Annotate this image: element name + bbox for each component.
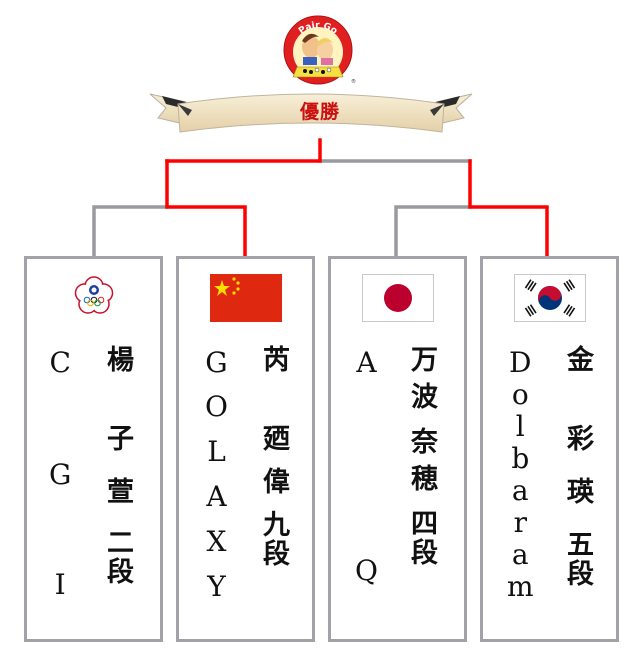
team-name-char: Y <box>207 570 226 603</box>
bracket-line-champion <box>165 138 322 163</box>
team-name: C G I <box>49 347 71 599</box>
player-name: 万 波 奈 穂 四 段 <box>411 347 438 567</box>
banner-title: 優勝 <box>299 101 340 123</box>
team-name-char: l <box>515 410 525 443</box>
player-char: 段 <box>107 557 134 588</box>
team-name: A Q <box>355 347 378 585</box>
player-name: 金 彩 瑛 五 段 <box>567 347 594 588</box>
team-box-japan: A Q 万 波 奈 穂 四 段 <box>328 256 467 642</box>
team-name-char: G <box>49 458 72 491</box>
player-char: 萱 <box>107 477 134 508</box>
team-name-char: m <box>507 570 534 603</box>
player-char: 廼 <box>263 424 290 455</box>
japan-pair-go-association-logo: Pair Go ® <box>281 13 357 87</box>
team-name-char: X <box>206 525 227 558</box>
player-name: 楊 子 萱 二 段 <box>107 347 134 586</box>
player-char: 金 <box>567 345 594 376</box>
player-char: 芮 <box>263 345 290 376</box>
team-name-char: b <box>511 442 530 475</box>
team-name: G O L A X Y <box>205 347 228 601</box>
team-name-char: r <box>513 506 527 539</box>
team-name-char: C <box>49 346 71 379</box>
team-name-char: G <box>205 346 228 379</box>
bracket-line-semi-left <box>165 159 247 257</box>
winner-ribbon <box>148 86 474 142</box>
team-name-char: A <box>356 346 377 379</box>
player-char: 段 <box>411 538 438 569</box>
japan-flag-icon <box>361 274 434 322</box>
player-char: 彩 <box>567 424 594 455</box>
player-char: 段 <box>567 559 594 590</box>
team-name-char: a <box>511 538 529 571</box>
player-char: 段 <box>263 539 290 570</box>
player-char: 偉 <box>263 467 290 498</box>
bracket-line-semi-right <box>468 159 549 257</box>
player-char: 四 <box>411 509 438 540</box>
player-char: 瑛 <box>567 477 594 508</box>
player-char: 二 <box>107 528 134 559</box>
svg-text:®: ® <box>351 78 356 85</box>
bracket-line-team3 <box>394 205 472 257</box>
team-box-korea: D o l b a r a m 金 彩 瑛 五 段 <box>480 256 619 642</box>
team-name-char: a <box>511 474 529 507</box>
player-char: 万 <box>411 345 438 376</box>
team-name: D o l b a r a m <box>507 347 534 601</box>
team-name-char: A <box>206 480 227 513</box>
player-name: 芮 廼 偉 九 段 <box>263 347 290 568</box>
player-char: 波 <box>411 382 438 413</box>
team-name-char: O <box>205 390 228 423</box>
team-name-char: D <box>509 346 532 379</box>
player-char: 五 <box>567 530 594 561</box>
player-char: 九 <box>263 510 290 541</box>
player-char: 穂 <box>411 464 438 495</box>
team-box-chinese-taipei: C G I 楊 子 萱 二 段 <box>24 256 163 642</box>
korea-flag-icon <box>513 274 586 322</box>
team-name-char: Q <box>355 554 378 587</box>
player-char: 奈 <box>411 427 438 458</box>
team-name-char: o <box>511 378 529 411</box>
svg-text:Pair Go: Pair Go <box>297 21 339 37</box>
chinese-taipei-olympic-flag-icon <box>58 274 130 322</box>
team-name-char: I <box>54 568 66 601</box>
team-box-china: G O L A X Y 芮 廼 偉 九 段 <box>176 256 315 642</box>
team-name-char: L <box>207 435 226 468</box>
china-flag-icon <box>209 274 282 322</box>
bracket-line-team1 <box>92 205 169 257</box>
player-char: 子 <box>107 424 134 455</box>
player-char: 楊 <box>107 345 134 376</box>
